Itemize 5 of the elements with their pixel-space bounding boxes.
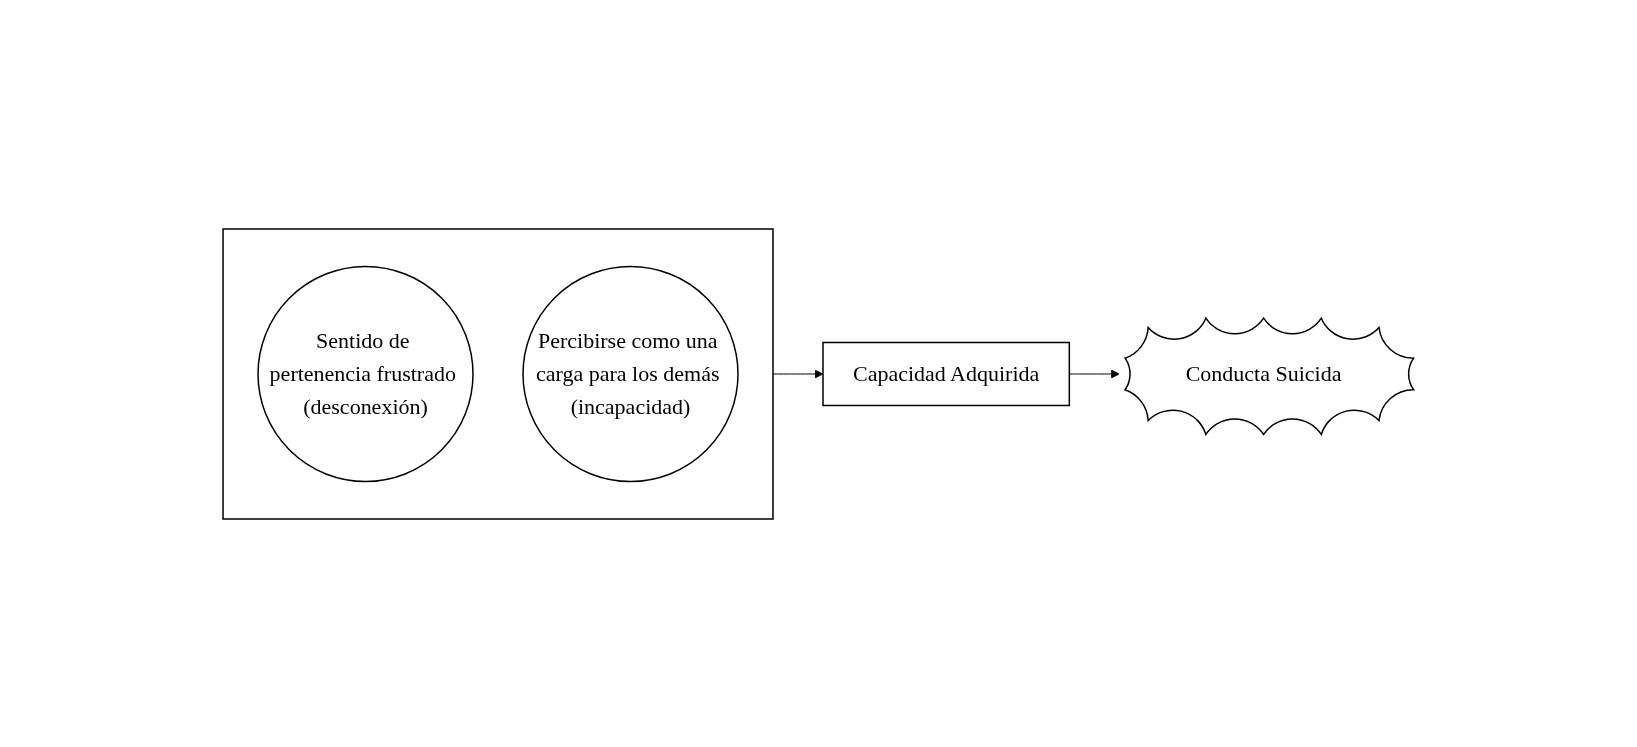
- cluster: [222, 227, 774, 520]
- node-circle: Percibirse como una carga para los demás (incapacidad): [522, 265, 739, 482]
- node-box: Capacidad Adquirida: [822, 341, 1071, 406]
- arrow: [1069, 369, 1120, 378]
- node-circle: Sentido de pertenencia frustrado (desconexión): [257, 265, 474, 482]
